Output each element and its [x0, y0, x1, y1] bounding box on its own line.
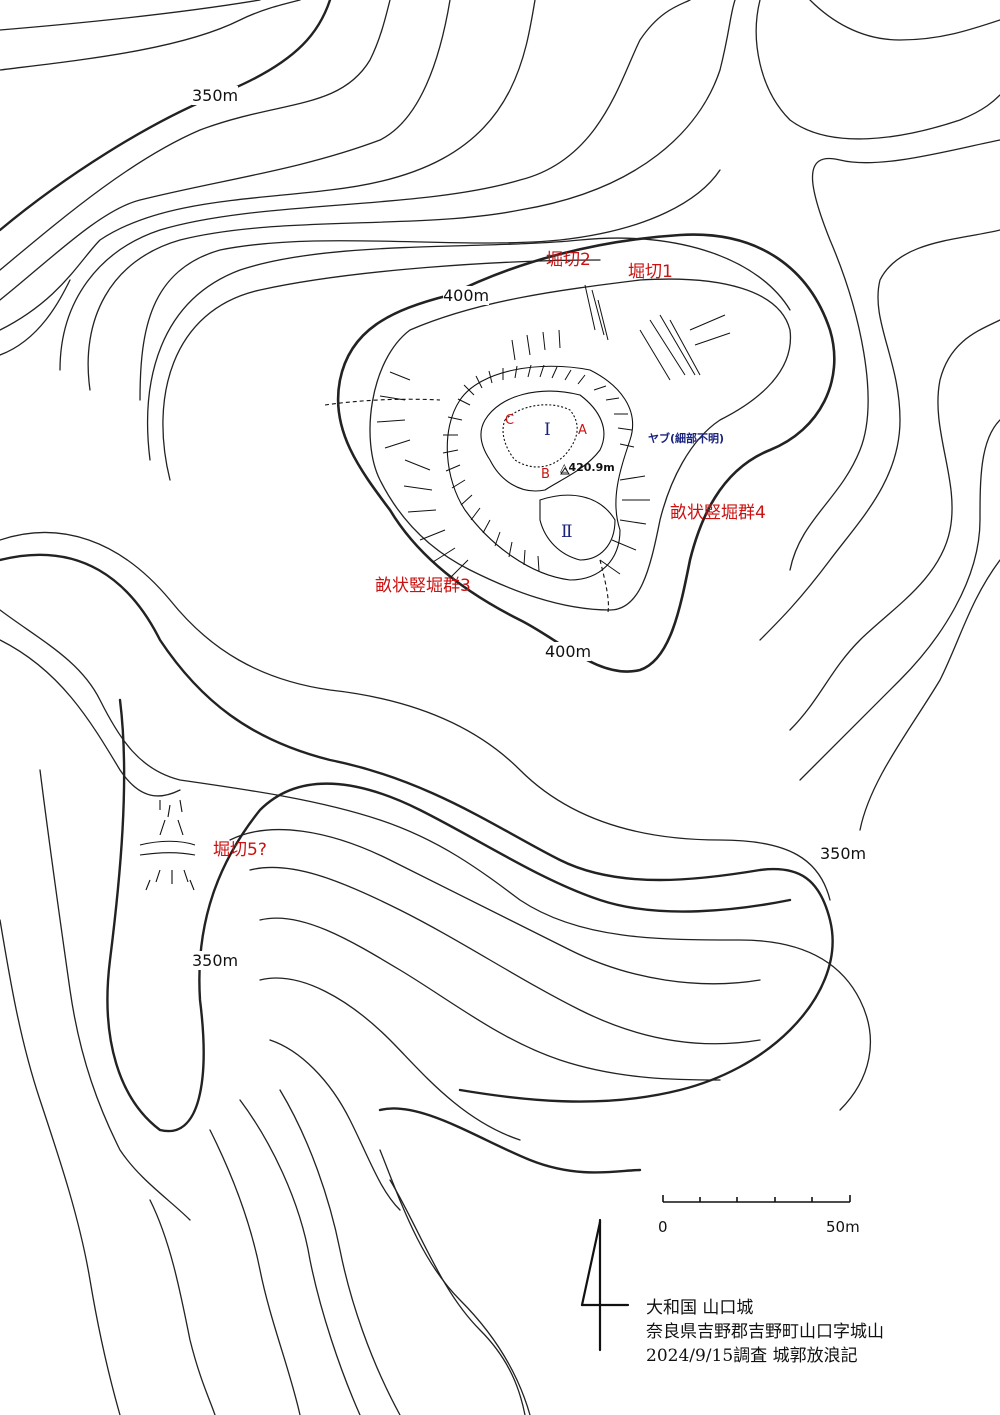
- scale-bar: [662, 1195, 851, 1203]
- title-line-castle: 大和国 山口城: [646, 1298, 754, 1318]
- contour-line: [0, 0, 301, 71]
- contour-line: [389, 1179, 526, 1415]
- kuruwa-1-label: Ⅰ: [544, 420, 551, 440]
- contour-line: [259, 977, 521, 1141]
- kuruwa-2-label: Ⅱ: [561, 522, 573, 542]
- tatebori4-label: 畝状竪堀群4: [670, 503, 766, 523]
- path-dashed: [599, 559, 609, 613]
- contour-line: [378, 1107, 642, 1174]
- contour-line: [0, 0, 391, 271]
- contour-line: [0, 919, 121, 1415]
- contour-line: [39, 769, 191, 1221]
- north-arrow-icon: [580, 1218, 630, 1352]
- contour-label: 350m: [820, 844, 867, 863]
- contour-line: [209, 1129, 301, 1415]
- contour-400m: [336, 233, 836, 673]
- contour-line: [0, 0, 261, 31]
- path-dashed: [324, 398, 441, 406]
- contour-line: [0, 609, 872, 1111]
- contour-line: [269, 1039, 401, 1211]
- contour-line: [229, 828, 761, 985]
- contour-line: [259, 917, 721, 1081]
- horikiri1-label: 堀切1: [628, 262, 673, 282]
- contour-line: [279, 1089, 401, 1415]
- hachures: [376, 284, 731, 579]
- summit-triangle-icon: [560, 467, 570, 475]
- horikiri2-label: 堀切2: [546, 250, 591, 270]
- contour-label: 400m: [443, 286, 490, 305]
- title-line-address: 奈良県吉野郡吉野町山口字城山: [646, 1322, 884, 1342]
- contour-line: [59, 0, 691, 371]
- kuruwa-2-outline: [539, 494, 616, 561]
- contour-line: [859, 559, 1000, 831]
- contour-line: [789, 139, 1000, 571]
- title-line-survey: 2024/9/15調査 城郭放浪記: [646, 1346, 858, 1366]
- point-c-label: C: [505, 413, 515, 428]
- point-b-label: B: [541, 467, 550, 482]
- contour-line: [0, 553, 834, 1103]
- contour-line: [0, 531, 831, 901]
- contour-line: [147, 237, 791, 461]
- contour-line: [0, 0, 536, 331]
- contour-line: [379, 1149, 531, 1415]
- contour-line: [759, 229, 1000, 641]
- outer-ring: [446, 365, 634, 581]
- castle-earthworks: [139, 284, 731, 891]
- title-block: 大和国 山口城 奈良県吉野郡吉野町山口字城山 2024/9/15調査 城郭放浪記: [646, 1296, 884, 1368]
- contour-line: [0, 279, 71, 356]
- contour-line: [239, 1099, 361, 1415]
- kuruwa-1-inner: [502, 404, 578, 468]
- contour-line: [809, 0, 1000, 41]
- contour-line: [0, 0, 451, 301]
- contour-line: [162, 259, 601, 481]
- contour-label: 400m: [545, 642, 592, 661]
- contour-label: 350m: [192, 951, 239, 970]
- contour-label: 350m: [192, 86, 239, 105]
- contour-line: [139, 169, 721, 401]
- contour-line: [799, 419, 1000, 781]
- contour-line: [149, 1199, 216, 1415]
- bamboo-note: ヤブ(細部不明): [648, 432, 725, 445]
- scale-end-label: 50m: [826, 1218, 860, 1236]
- contour-line: [369, 278, 792, 611]
- tatebori3-label: 畝状竪堀群3: [375, 576, 471, 596]
- scale-zero-label: 0: [658, 1218, 668, 1236]
- summit-label: △420.9m: [560, 461, 615, 474]
- contour-line: [755, 0, 1000, 140]
- contour-line: [106, 698, 792, 1133]
- contour-line: [87, 0, 736, 391]
- contour-line: [249, 866, 761, 1045]
- horikiri5-label: 堀切5?: [213, 840, 267, 860]
- contour-line: [789, 319, 1000, 731]
- horikiri5-works: [139, 799, 196, 891]
- point-a-label: A: [578, 423, 587, 438]
- kuruwa-1-outline: [480, 390, 605, 492]
- contour-line: [0, 639, 181, 797]
